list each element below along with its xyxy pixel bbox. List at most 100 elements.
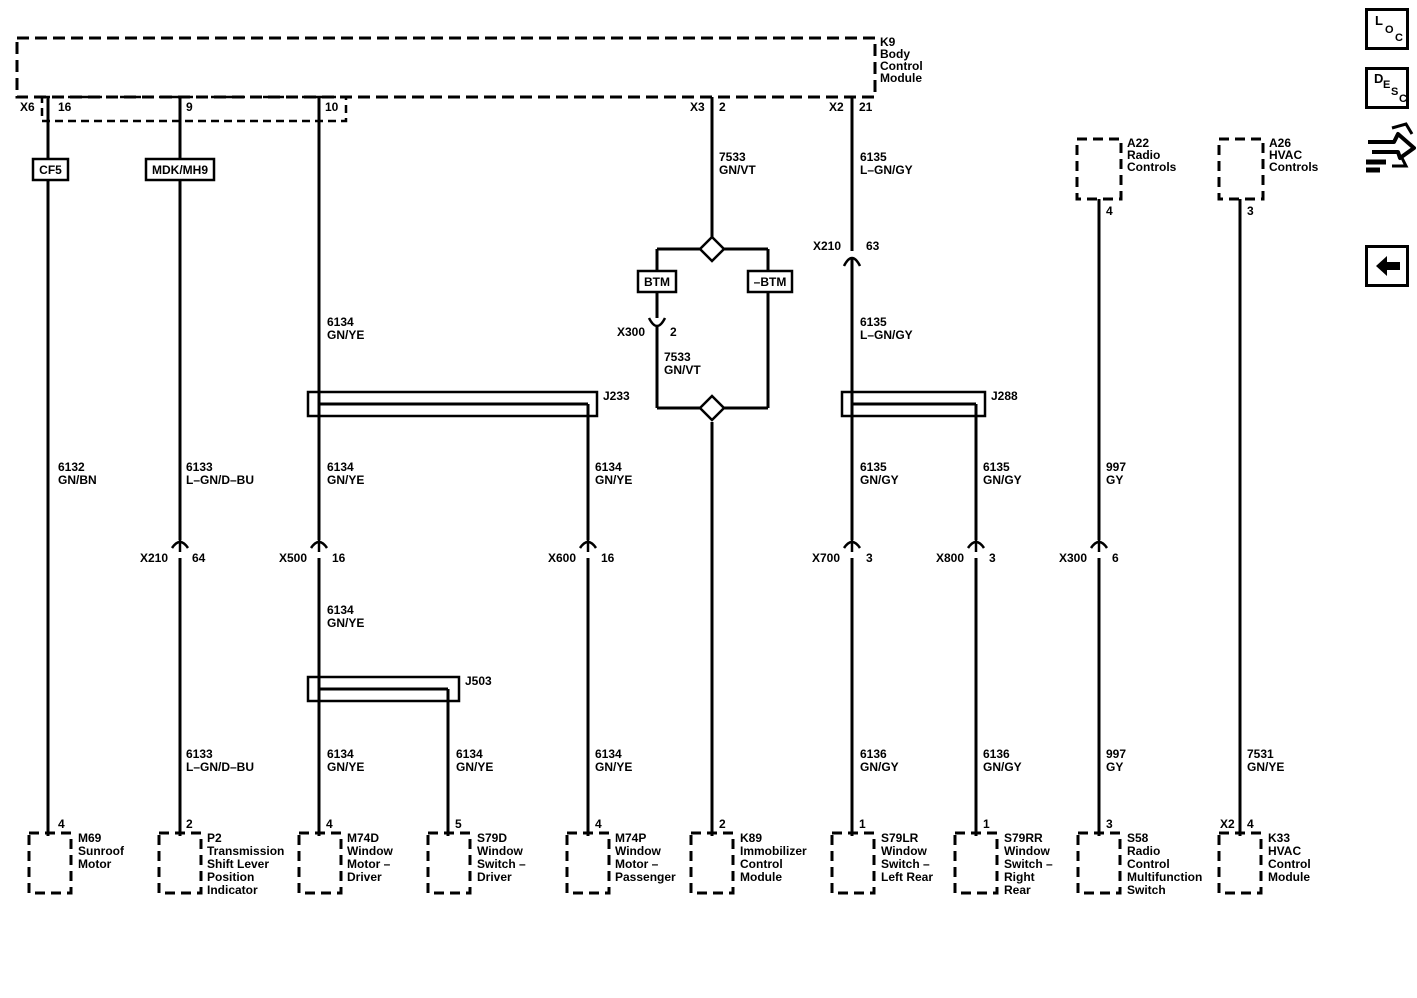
circuit-6135-mid-num: 6135 (860, 315, 887, 329)
splice-j233-label: J233 (603, 389, 630, 403)
s79d-name-line-3: Driver (477, 870, 512, 884)
circuit-7531-color: GN/YE (1247, 760, 1284, 774)
a22-pin: 4 (1106, 204, 1113, 218)
inline-x700-3-pin: 3 (866, 551, 873, 565)
circuit-6133-top-num: 6133 (186, 460, 213, 474)
circuit-6134-c-color: GN/YE (595, 473, 632, 487)
s79lr-name-line-1: Window (881, 844, 928, 858)
loc-letter-c: C (1395, 32, 1403, 44)
bcm-pin-9: 9 (186, 100, 193, 114)
inline-x210-64-conn: X210 (140, 551, 168, 565)
inline-x300-2-pin: 2 (670, 325, 677, 339)
circuit-6135-top-num: 6135 (860, 150, 887, 164)
inline-x210-64-pin: 64 (192, 551, 206, 565)
m74d-name-line-1: Window (347, 844, 394, 858)
circuit-6134-b-color: GN/YE (327, 473, 364, 487)
exit-button[interactable] (1362, 120, 1416, 178)
inline-x500-16-pin: 16 (332, 551, 346, 565)
component-box-p2 (157, 831, 203, 895)
k33-id: K33 (1268, 831, 1290, 845)
inline-x210-63-pin: 63 (866, 239, 880, 253)
circuit-7533-top-color: GN/VT (719, 163, 756, 177)
splice-diamond-bottom (698, 394, 726, 422)
inline-x300-2-conn: X300 (617, 325, 645, 339)
inline-x210-63-conn: X210 (813, 239, 841, 253)
bcm-name-line-1: Body (880, 47, 910, 61)
s79rr-pin: 1 (983, 817, 990, 831)
bcm-x2-pin-21: 21 (859, 100, 873, 114)
circuit-6134-b-num: 6134 (327, 460, 354, 474)
s58-name-line-2: Control (1127, 857, 1170, 871)
m69-pin: 4 (58, 817, 65, 831)
s79rr-name-line-4: Rear (1004, 883, 1031, 897)
bcm-x6-connector-box (40, 95, 348, 123)
k89-pin: 2 (719, 817, 726, 831)
m74d-name-line-3: Driver (347, 870, 382, 884)
s79lr-name-line-2: Switch – (881, 857, 930, 871)
inline-x600-16-pin: 16 (601, 551, 615, 565)
back-button[interactable] (1365, 245, 1409, 287)
bcm-x2-connector-label: X2 (829, 100, 844, 114)
circuit-6135-a-color: GN/GY (860, 473, 899, 487)
circuit-6134-e-color: GN/YE (327, 760, 364, 774)
s58-name-line-4: Switch (1127, 883, 1166, 897)
k33-name-line-2: Control (1268, 857, 1311, 871)
circuit-6135-mid-color: L–GN/GY (860, 328, 913, 342)
a22-id: A22 (1127, 136, 1149, 150)
s79lr-name-line-3: Left Rear (881, 870, 933, 884)
circuit-997-bottom-num: 997 (1106, 747, 1126, 761)
circuit-7533-mid-color: GN/VT (664, 363, 701, 377)
s79rr-name-line-3: Right (1004, 870, 1035, 884)
p2-pin: 2 (186, 817, 193, 831)
circuit-6134-c-num: 6134 (595, 460, 622, 474)
s79lr-id: S79LR (881, 831, 919, 845)
m74d-name-line-2: Motor – (347, 857, 391, 871)
p2-name-line-1: Transmission (207, 844, 284, 858)
left-arrow-icon (1376, 256, 1400, 276)
circuit-6136-a-num: 6136 (860, 747, 887, 761)
inline-x700-3-conn: X700 (812, 551, 840, 565)
desc-button[interactable]: D E S C (1365, 67, 1409, 109)
m69-name-line-2: Motor (78, 857, 112, 871)
loc-button[interactable]: L O C (1365, 8, 1409, 50)
circuit-6134-d-num: 6134 (327, 603, 354, 617)
m74d-id: M74D (347, 831, 379, 845)
m74p-id: M74P (615, 831, 646, 845)
m74d-pin: 4 (326, 817, 333, 831)
splice-pack-j503 (306, 675, 461, 703)
circuit-6134-a-num: 6134 (327, 315, 354, 329)
circuit-6132-num: 6132 (58, 460, 85, 474)
m69-name-line-1: Sunroof (78, 844, 125, 858)
s79rr-name-line-2: Switch – (1004, 857, 1053, 871)
circuit-6134-f-num: 6134 (456, 747, 483, 761)
k89-id: K89 (740, 831, 762, 845)
bcm-x3-connector-label: X3 (690, 100, 705, 114)
circuit-6133-bottom-color: L–GN/D–BU (186, 760, 254, 774)
k33-name-line-3: Module (1268, 870, 1310, 884)
component-box-s58 (1076, 831, 1122, 895)
m69-id: M69 (78, 831, 102, 845)
s79d-name-line-1: Window (477, 844, 524, 858)
bcm-pin-10: 10 (325, 100, 339, 114)
s79rr-name-line-1: Window (1004, 844, 1051, 858)
component-box-k33 (1217, 831, 1263, 895)
p2-id: P2 (207, 831, 222, 845)
a26-pin: 3 (1247, 204, 1254, 218)
m74p-name-line-3: Passenger (615, 870, 676, 884)
option-btm-label: BTM (644, 275, 670, 289)
k89-name-line-2: Control (740, 857, 783, 871)
component-box-m74d (297, 831, 343, 895)
s79d-pin: 5 (455, 817, 462, 831)
bcm-id: K9 (880, 35, 896, 49)
bcm-name-line-2: Control (880, 59, 923, 73)
circuit-6134-d-color: GN/YE (327, 616, 364, 630)
s79d-name-line-2: Switch – (477, 857, 526, 871)
loc-letter-o: O (1385, 24, 1394, 36)
circuit-6133-bottom-num: 6133 (186, 747, 213, 761)
component-box-m69 (27, 831, 73, 895)
s79d-id: S79D (477, 831, 507, 845)
desc-letter-e: E (1383, 79, 1391, 91)
splice-pack-j233 (306, 390, 599, 418)
m74p-name-line-1: Window (615, 844, 662, 858)
circuit-6134-a-color: GN/YE (327, 328, 364, 342)
